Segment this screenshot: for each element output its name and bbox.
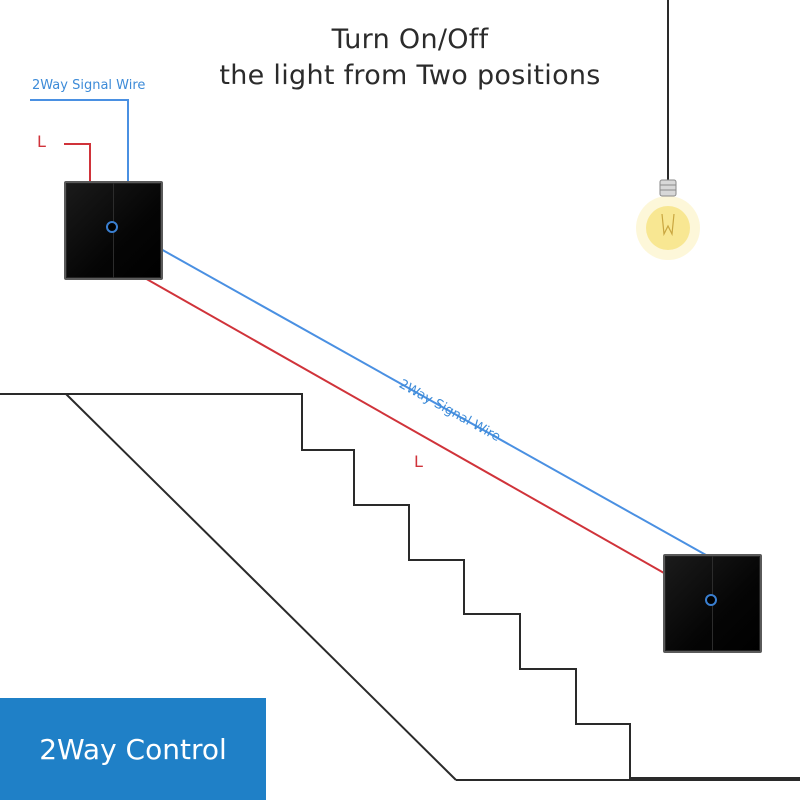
signal-wire-label-top: 2Way Signal Wire <box>32 78 146 93</box>
staircase-outline <box>0 393 800 781</box>
live-wire-diagonal <box>142 276 665 574</box>
live-wire-label-top: L <box>37 132 46 151</box>
signal-wire-top <box>30 99 129 183</box>
staircase-underside <box>65 393 457 781</box>
badge-text: 2Way Control <box>39 732 227 766</box>
live-wire-label-diagonal: L <box>414 452 423 471</box>
touch-switch-lower <box>663 554 762 653</box>
light-bulb-icon <box>636 179 700 260</box>
two-way-control-badge: 2Way Control <box>0 698 266 800</box>
staircase-steps <box>0 393 800 779</box>
live-wire-top <box>64 143 91 183</box>
title-line-1: Turn On/Off <box>331 24 489 55</box>
signal-wire-diagonal <box>158 247 707 556</box>
touch-switch-icon <box>705 594 717 606</box>
touch-switch-upper <box>64 181 163 280</box>
touch-switch-icon <box>106 221 118 233</box>
title-line-2: the light from Two positions <box>219 60 601 91</box>
